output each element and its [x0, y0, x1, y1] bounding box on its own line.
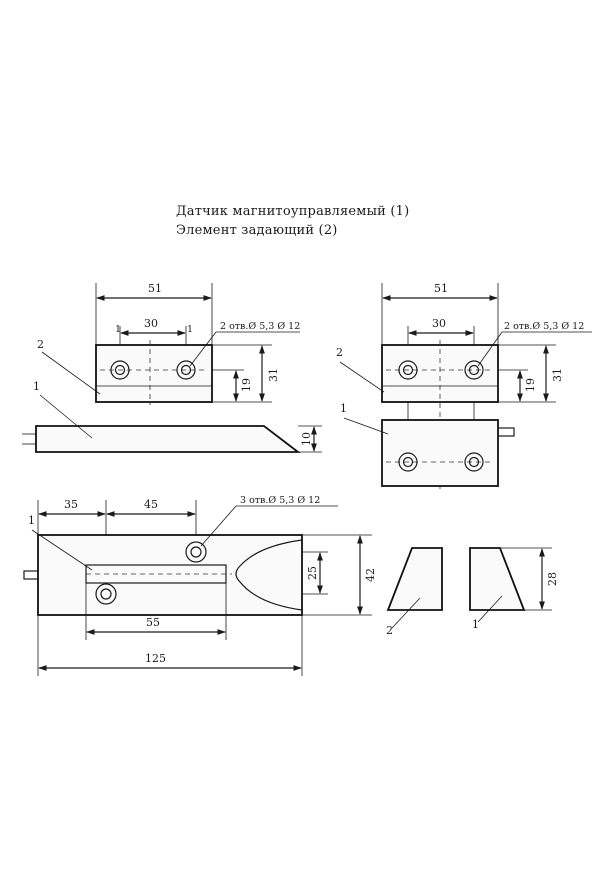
part-label-2: 2 — [336, 346, 343, 359]
title-line-element: Элемент задающий (2) — [176, 223, 338, 238]
leader-line — [200, 505, 237, 547]
sensor-side-profile — [469, 547, 526, 611]
dim-label-28: 28 — [546, 572, 559, 586]
part-label-2: 2 — [386, 624, 393, 637]
holes-note: 2 отв.Ø 5,3 Ø 12 — [220, 321, 300, 332]
leader-line — [189, 331, 217, 367]
curved-recess — [235, 539, 303, 611]
mount-hole-outer — [176, 360, 196, 380]
part-label-2: 2 — [37, 338, 44, 351]
part-label-1: 1 — [472, 618, 479, 631]
part-label-1: 1 — [340, 402, 347, 415]
mount-hole-inner — [468, 364, 480, 376]
magnet-element-body — [95, 344, 213, 403]
title-line-sensor: Датчик магнитоуправляемый (1) — [176, 204, 410, 219]
view-bottom-right: 28 2 1 — [386, 547, 559, 637]
mount-hole-outer — [398, 452, 418, 472]
sensor-body — [381, 419, 499, 487]
mount-hole-inner — [190, 546, 202, 558]
dim-label-42: 42 — [364, 568, 377, 582]
part-label-1: 1 — [28, 514, 35, 527]
dim-label-19: 19 — [240, 378, 253, 392]
dim-label-25: 25 — [306, 566, 319, 580]
dim-label-51: 51 — [434, 282, 448, 295]
dim-label-31: 31 — [267, 368, 280, 382]
dim-label-10: 10 — [300, 432, 313, 446]
dim-label-30: 30 — [432, 317, 446, 330]
mount-hole-outer — [95, 583, 117, 605]
mount-hole-outer — [464, 452, 484, 472]
part-leader — [39, 394, 93, 439]
tick-label-right: 1 — [187, 324, 193, 335]
dim-label-125: 125 — [145, 652, 166, 665]
view-bottom-left: 35 45 3 отв.Ø 5,3 Ø 12 25 42 — [23, 495, 377, 676]
sensor-cable-stub — [23, 570, 39, 580]
mount-hole-inner — [468, 456, 480, 468]
part-label-1: 1 — [33, 380, 40, 393]
view-top-right: 51 30 2 отв.Ø 5,3 Ø 12 19 31 2 — [336, 282, 592, 490]
part-leader — [31, 529, 93, 571]
part-leader — [343, 417, 389, 435]
holes-note: 3 отв.Ø 5,3 Ø 12 — [240, 495, 320, 506]
holes-note: 2 отв.Ø 5,3 Ø 12 — [504, 321, 584, 332]
mount-hole-outer — [185, 541, 207, 563]
mount-hole-outer — [110, 360, 130, 380]
part-leader — [339, 361, 385, 393]
part-leader — [391, 597, 421, 629]
dim-label-51: 51 — [148, 282, 162, 295]
mount-hole-inner — [402, 456, 414, 468]
mount-hole-outer — [464, 360, 484, 380]
view-top-left: 51 30 1 1 2 отв.Ø 5,3 Ø 12 — [22, 282, 322, 453]
tick-label-left: 1 — [115, 324, 121, 335]
dim-label-55: 55 — [146, 616, 160, 629]
sensor-cable-stub — [497, 427, 515, 437]
mount-hole-inner — [100, 588, 112, 600]
mount-hole-outer — [398, 360, 418, 380]
mount-hole-inner — [402, 364, 414, 376]
drawing-title: Датчик магнитоуправляемый (1) Элемент за… — [176, 202, 476, 240]
mount-hole-inner — [114, 364, 126, 376]
dim-label-19: 19 — [524, 378, 537, 392]
part-leader — [477, 595, 503, 623]
dim-label-30: 30 — [144, 317, 158, 330]
mount-hole-inner — [180, 364, 192, 376]
leader-line — [477, 331, 503, 367]
sensor-housing — [37, 534, 303, 616]
dim-label-35: 35 — [64, 498, 78, 511]
dim-label-45: 45 — [144, 498, 158, 511]
sensor-side-profile — [35, 425, 301, 453]
element-side-profile — [386, 547, 443, 611]
part-leader — [41, 351, 101, 395]
dim-label-31: 31 — [551, 368, 564, 382]
